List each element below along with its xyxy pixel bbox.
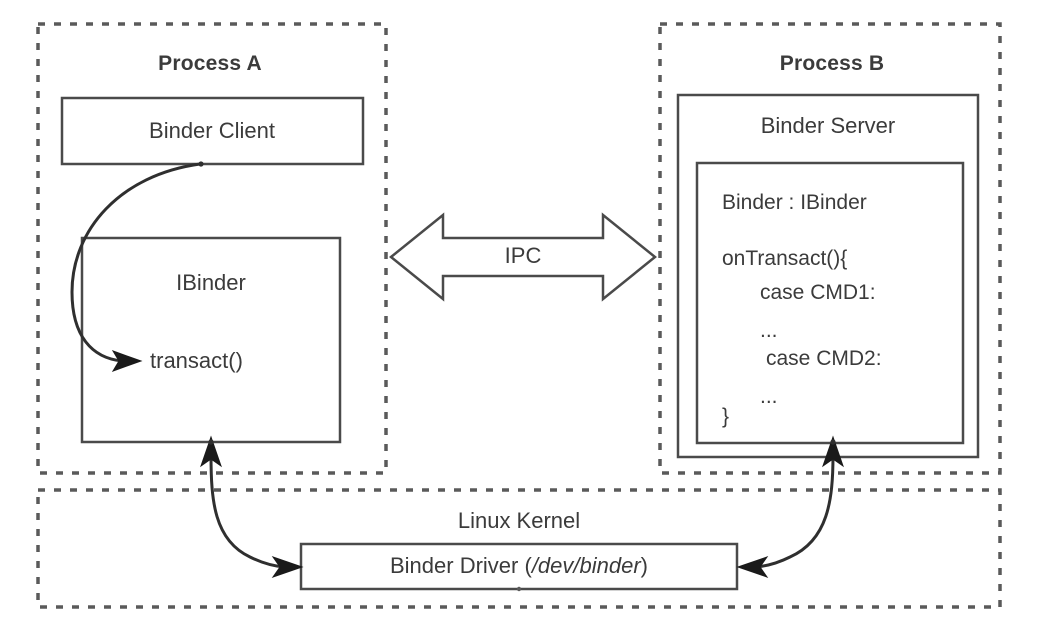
ibinder-box [80,236,342,444]
binder-driver-path: /dev/binder [531,553,641,578]
code-line-closing-brace: } [722,405,730,428]
code-line-ontransact: onTransact(){ [722,247,848,270]
ibinder-bottom-anchor-dot [208,439,214,445]
binder-driver-name: Binder Driver ( [390,553,532,578]
binder-driver-close-paren: ) [640,553,648,578]
ibinder-to-driver-arrowhead-right [271,556,304,578]
process-b-container [658,22,1002,475]
server-to-driver-arrow [755,454,835,569]
binder-server-label: Binder Server [760,113,896,138]
linux-kernel-container [36,488,1002,609]
binder-driver-label: Binder Driver (/dev/binder) [390,555,648,577]
ibinder-to-driver-arrow [209,454,285,569]
ipc-double-arrow [389,212,657,302]
client-to-transact-arrowhead [111,350,143,372]
server-bottom-anchor-dot [830,439,836,445]
code-line-class: Binder : IBinder [722,191,867,214]
driver-bottom-dot [516,586,522,592]
process-a-title: Process A [158,52,262,75]
binder-code-box [695,161,965,445]
ibinder-title-label: IBinder [176,270,246,295]
client-anchor-dot [198,161,204,167]
server-to-driver-arrowhead-left [736,556,769,578]
ipc-label: IPC [504,243,542,268]
binder-client-box [60,96,365,166]
ibinder-to-driver-arrowhead-up [200,435,222,468]
process-b-title: Process B [779,52,885,75]
transact-method-label: transact() [150,348,243,373]
binder-client-label: Binder Client [149,118,275,143]
server-to-driver-arrowhead-up [822,435,844,468]
code-line-ellipsis-1: ... [760,319,778,342]
code-line-case-cmd2: case CMD2: [766,347,882,370]
linux-kernel-label: Linux Kernel [457,508,581,533]
code-line-case-cmd1: case CMD1: [760,281,876,304]
client-to-transact-arrow [70,162,201,363]
code-line-ellipsis-2: ... [760,385,778,408]
